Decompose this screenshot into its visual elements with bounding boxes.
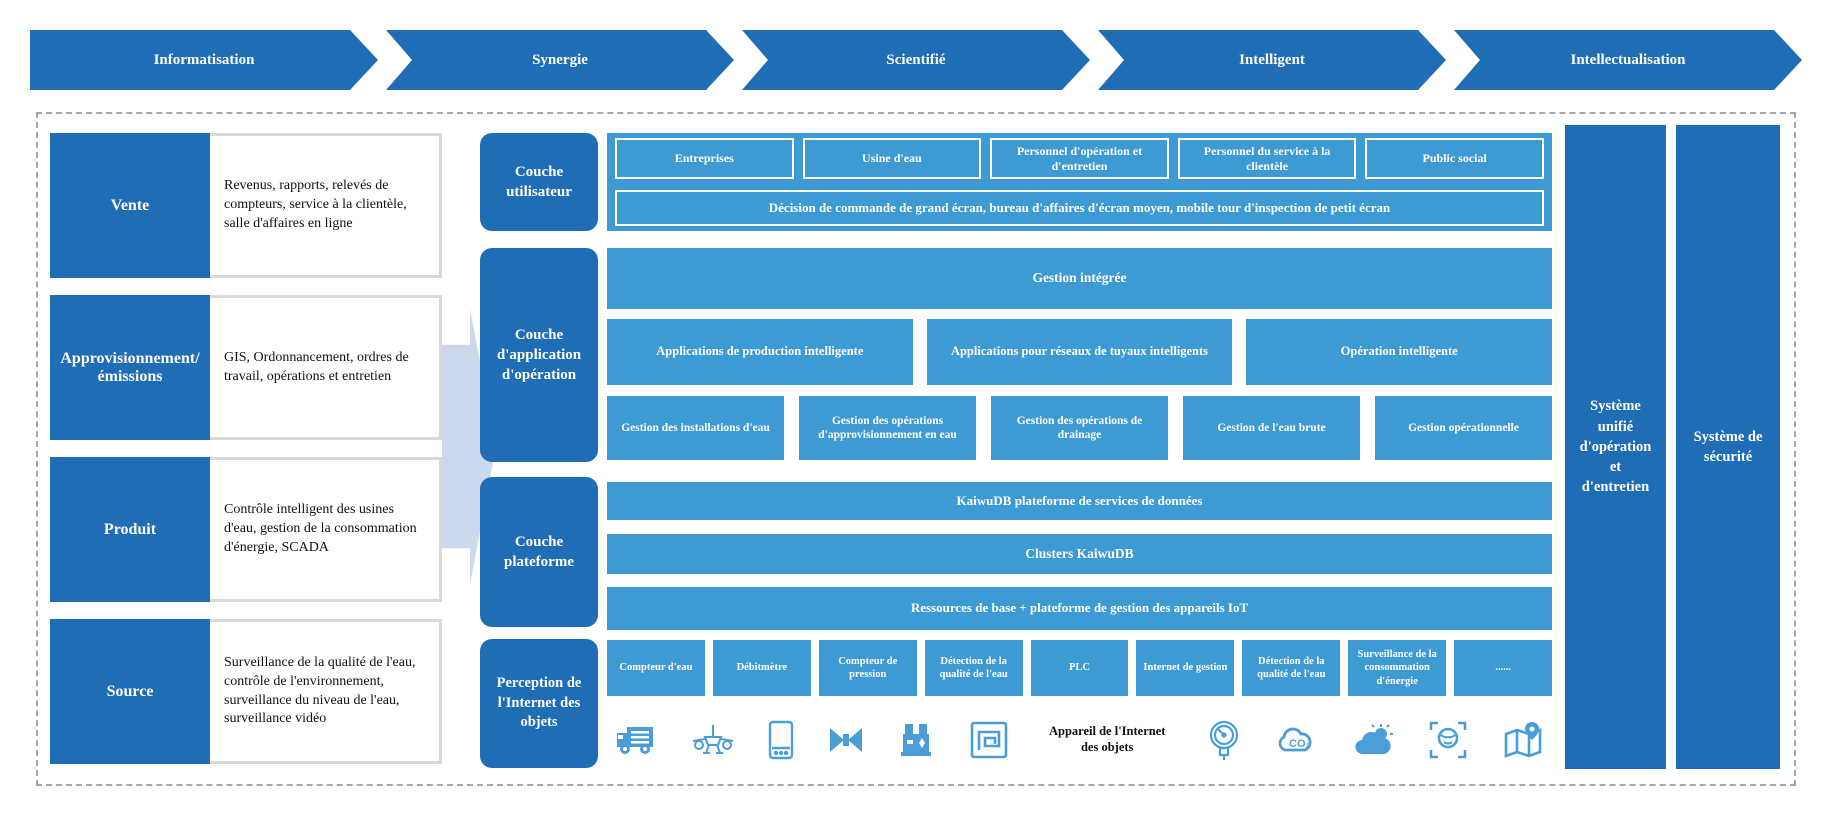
stage-intelligent: Intelligent: [1098, 30, 1446, 90]
drone-icon: [691, 721, 735, 759]
face-recognition-icon: [1428, 720, 1468, 760]
device-internet-gestion: Internet de gestion: [1136, 640, 1235, 696]
app-operation-intelligente: Opération intelligente: [1246, 319, 1553, 385]
layer-label-application: Couche d'application d'opération: [480, 248, 598, 462]
domain-row-approvisionnement: Approvisionnement/ émissions GIS, Ordonn…: [50, 295, 442, 440]
platform-kaiwudb-services: KaiwuDB plateforme de services de donnée…: [607, 482, 1552, 520]
device-ellipsis: ......: [1454, 640, 1553, 696]
perception-devices-row: Compteur d'eau Débitmètre Compteur de pr…: [607, 640, 1553, 696]
platform-iot-resources: Ressources de base + plateforme de gesti…: [607, 587, 1552, 630]
stage-informatisation: Informatisation: [30, 30, 378, 90]
pump-station-icon: [897, 720, 935, 760]
iot-devices-caption: Appareil de l'Internet des objets: [1048, 724, 1166, 754]
user-group-personnel-operation: Personnel d'opération et d'entretien: [990, 138, 1169, 179]
device-compteur-eau: Compteur d'eau: [607, 640, 705, 696]
gps-map-icon: [1502, 720, 1544, 760]
stage-label: Synergie: [532, 51, 588, 68]
business-domains-panel: Vente Revenus, rapports, relevés de comp…: [50, 133, 442, 764]
mgmt-operationnelle: Gestion opérationnelle: [1375, 396, 1552, 460]
truck-icon: [615, 721, 657, 759]
device-plc: PLC: [1030, 640, 1129, 696]
domain-label: Vente: [50, 133, 210, 278]
integrated-management-bar: Gestion intégrée: [607, 248, 1552, 309]
weather-station-icon: [1353, 722, 1395, 758]
pressure-gauge-icon: [1206, 719, 1242, 761]
layer-label-platform: Couche plateforme: [480, 477, 598, 627]
domain-label: Approvisionnement/ émissions: [50, 295, 210, 440]
architecture-frame: Vente Revenus, rapports, relevés de comp…: [36, 112, 1796, 786]
stage-label: Intelligent: [1239, 51, 1305, 68]
svg-text:CO₂: CO₂: [1289, 738, 1311, 750]
stage-label: Informatisation: [153, 51, 255, 68]
user-group-personnel-service: Personnel du service à la clientèle: [1177, 138, 1357, 179]
device-surveillance-energie: Surveillance de la consommation d'énergi…: [1348, 640, 1447, 696]
domain-description: GIS, Ordonnancement, ordres de travail, …: [210, 295, 442, 440]
mobile-phone-icon: [768, 720, 794, 760]
app-reseaux-tuyaux: Applications pour réseaux de tuyaux inte…: [926, 319, 1233, 385]
user-layer: Entreprises Usine d'eau Personnel d'opér…: [607, 133, 1552, 231]
maturity-stage-banner: Informatisation Synergie Scientifié Inte…: [30, 30, 1802, 90]
user-group-public-social: Public social: [1365, 138, 1544, 179]
user-groups-row: Entreprises Usine d'eau Personnel d'opér…: [615, 138, 1544, 179]
stage-intellectualisation: Intellectualisation: [1454, 30, 1802, 90]
domain-row-vente: Vente Revenus, rapports, relevés de comp…: [50, 133, 442, 278]
layer-label-user: Couche utilisateur: [480, 133, 598, 231]
valve-icon: [828, 724, 864, 756]
domain-description: Revenus, rapports, relevés de compteurs,…: [210, 133, 442, 278]
unified-operation-system-bar: Système unifié d'opération et d'entretie…: [1565, 125, 1666, 769]
domain-description: Contrôle intelligent des usines d'eau, g…: [210, 457, 442, 602]
device-debitmetre: Débitmètre: [712, 640, 811, 696]
mgmt-operations-drainage: Gestion des opérations de drainage: [991, 396, 1168, 460]
layer-label-perception: Perception de l'Internet des objets: [480, 639, 598, 768]
mgmt-installations-eau: Gestion des installations d'eau: [607, 396, 784, 460]
co2-sensor-icon: CO₂: [1275, 722, 1319, 758]
device-detection-qualite-eau-2: Détection de la qualité de l'eau: [1242, 640, 1341, 696]
domain-label: Source: [50, 619, 210, 764]
domain-label: Produit: [50, 457, 210, 602]
stage-label: Intellectualisation: [1570, 51, 1686, 68]
mgmt-eau-brute: Gestion de l'eau brute: [1183, 396, 1360, 460]
iot-icons-row: Appareil de l'Internet des objets CO₂: [607, 710, 1552, 770]
stage-label: Scientifié: [886, 51, 946, 68]
domain-row-produit: Produit Contrôle intelligent des usines …: [50, 457, 442, 602]
domain-description: Surveillance de la qualité de l'eau, con…: [210, 619, 442, 764]
application-management-row: Gestion des installations d'eau Gestion …: [607, 396, 1552, 460]
stage-synergie: Synergie: [386, 30, 734, 90]
rfid-tag-icon: [969, 720, 1009, 760]
stage-scientifie: Scientifié: [742, 30, 1090, 90]
user-group-usine-eau: Usine d'eau: [802, 138, 982, 179]
mgmt-approvisionnement-eau: Gestion des opérations d'approvisionneme…: [799, 396, 976, 460]
user-screens-banner: Décision de commande de grand écran, bur…: [615, 190, 1544, 226]
security-system-bar: Système de sécurité: [1676, 125, 1780, 769]
device-detection-qualite-eau-1: Détection de la qualité de l'eau: [924, 640, 1023, 696]
domain-row-source: Source Surveillance de la qualité de l'e…: [50, 619, 442, 764]
user-group-entreprises: Entreprises: [615, 138, 794, 179]
application-apps-row: Applications de production intelligente …: [607, 319, 1553, 385]
device-compteur-pression: Compteur de pression: [818, 640, 917, 696]
app-production-intelligente: Applications de production intelligente: [607, 319, 913, 385]
platform-kaiwudb-clusters: Clusters KaiwuDB: [607, 534, 1552, 574]
